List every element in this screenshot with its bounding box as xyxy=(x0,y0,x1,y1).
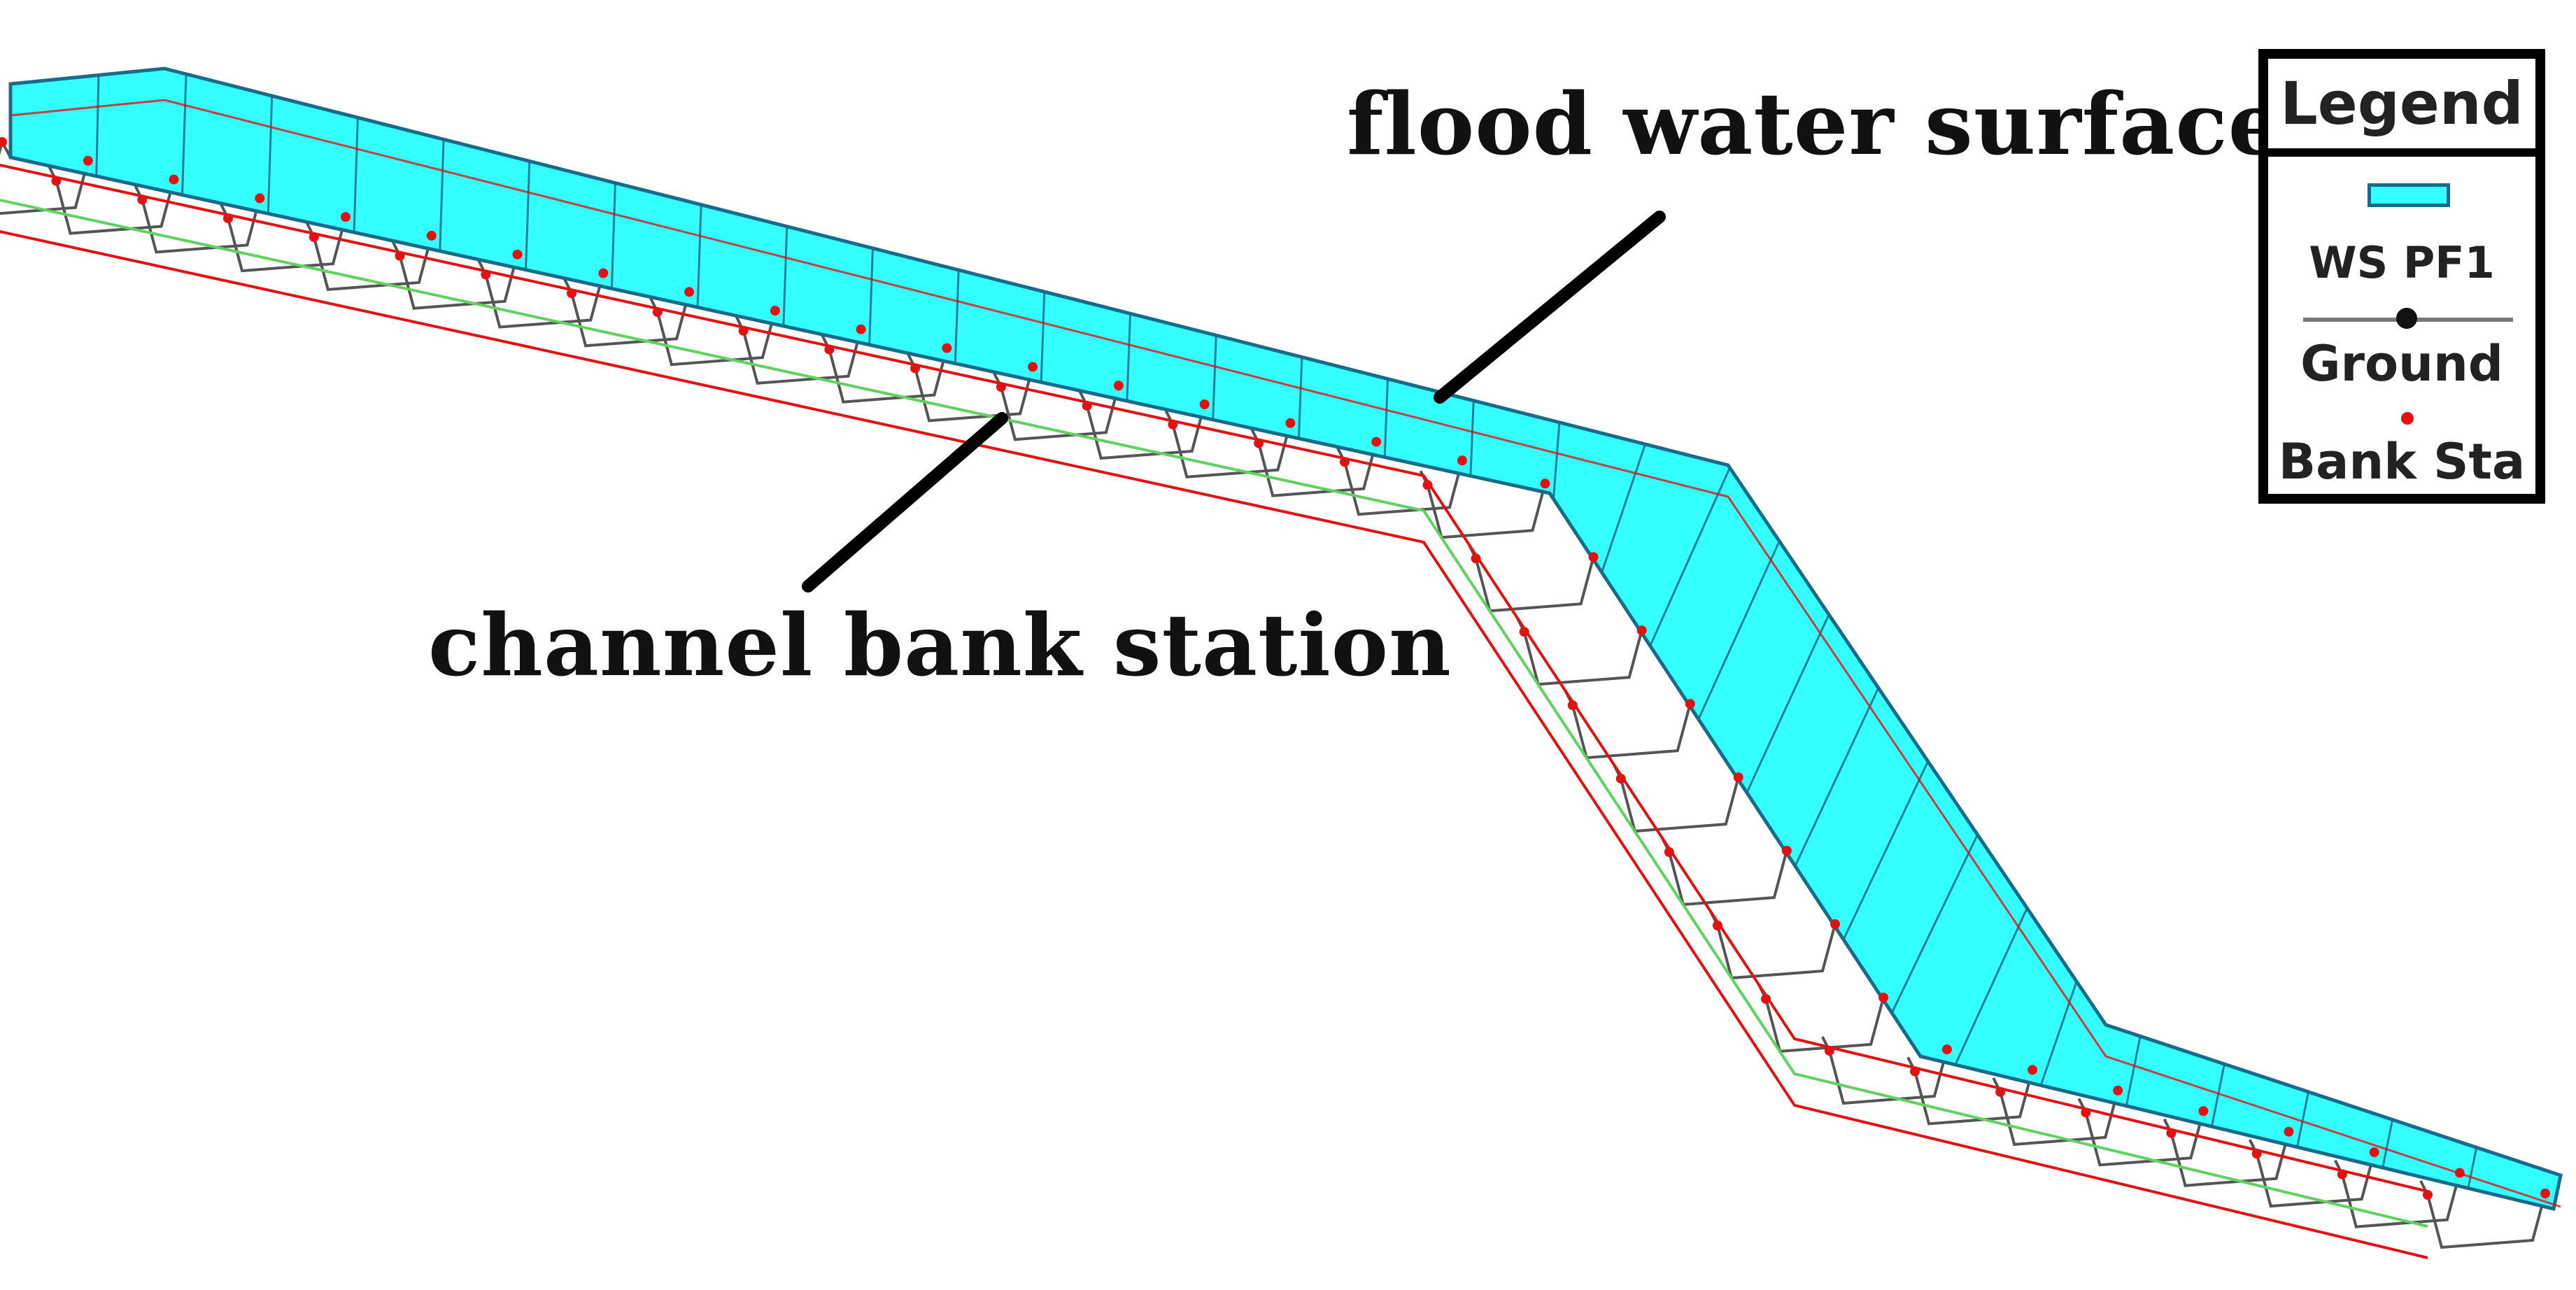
cross-section-water-line xyxy=(2382,1119,2394,1168)
bank-station-point xyxy=(255,193,265,204)
cross-section-water-line xyxy=(1383,378,1389,458)
cross-section-water-line xyxy=(1552,422,1561,499)
cross-section-water-line xyxy=(1746,614,1830,793)
cross-section-water-line xyxy=(1126,313,1132,402)
bank-station-point xyxy=(1685,699,1695,709)
water-surface-swatch-icon xyxy=(2368,183,2450,207)
legend-title: Legend xyxy=(2280,69,2524,138)
bank-pointer-line xyxy=(802,412,1008,593)
cross-section-water-line xyxy=(439,139,445,251)
bank-station-point xyxy=(2198,1106,2209,1117)
cross-section-water-line xyxy=(1954,907,2028,1065)
cross-section-water-line xyxy=(267,95,274,214)
bank-station-point xyxy=(2027,1065,2038,1075)
cross-section-water-line xyxy=(1297,357,1303,439)
ground-dot-icon xyxy=(2396,308,2417,329)
bank-station-point xyxy=(684,287,695,297)
bank-station-point xyxy=(512,249,523,260)
ground-cross-section xyxy=(1613,764,1748,833)
far-bank-station-line xyxy=(10,99,2561,1208)
bank-station-point xyxy=(1588,552,1599,562)
ground-cross-section xyxy=(1515,617,1652,686)
bank-station-point xyxy=(1113,381,1124,391)
ground-cross-section xyxy=(1564,690,1700,760)
bank-station-point xyxy=(2369,1147,2379,1158)
bank-station-point xyxy=(1636,625,1647,636)
cross-section-water-line xyxy=(782,226,788,327)
bank-station-point xyxy=(1199,399,1210,409)
bank-station-point xyxy=(1540,479,1550,489)
cross-section-water-line xyxy=(868,248,875,345)
bank-station-point xyxy=(942,343,952,353)
cross-section-water-line xyxy=(525,161,531,270)
right-bank-station-line xyxy=(0,229,2428,1259)
cross-section-water-line xyxy=(1649,467,1731,646)
cross-section-water-line xyxy=(1040,292,1046,383)
bank-station-point xyxy=(1781,846,1792,856)
bank-station-point xyxy=(598,268,609,278)
cross-section-water-line xyxy=(1794,687,1880,867)
cross-section-water-line xyxy=(181,73,187,195)
annotation-pointers xyxy=(802,211,1666,593)
cross-section-water-line xyxy=(95,75,100,176)
bank-station-point xyxy=(1371,437,1382,447)
ground-cross-section xyxy=(1661,837,1797,907)
bank-station-point xyxy=(2284,1126,2294,1137)
cross-section-water-line xyxy=(1469,400,1475,476)
flood-pointer-line xyxy=(1434,211,1666,404)
legend-item-bank-sta: Bank Sta xyxy=(2278,433,2526,490)
cross-section-water-line xyxy=(1697,540,1781,720)
bank-station-point xyxy=(426,230,437,241)
channel-center-line xyxy=(0,198,2428,1228)
legend-box: Legend WS PF1 Ground Bank Sta xyxy=(2258,49,2545,504)
cross-section-water-line xyxy=(696,204,702,308)
left-bank-station-line xyxy=(0,163,2428,1193)
flood-water-surface-label: flood water surface xyxy=(1347,73,2284,174)
cross-section-water-line xyxy=(2552,1175,2562,1210)
bank-station-point xyxy=(2540,1189,2550,1198)
cross-section-water-line xyxy=(2039,981,2078,1086)
bank-station-point xyxy=(1457,455,1467,466)
bank-station-point xyxy=(1733,772,1743,783)
cross-section-water-line xyxy=(1212,335,1217,420)
cross-section-water-line xyxy=(2296,1091,2309,1148)
legend-item-ws-pf1: WS PF1 xyxy=(2309,237,2495,288)
bank-station-point xyxy=(2113,1085,2123,1096)
bank-station-point xyxy=(1285,418,1296,428)
bank-station-point xyxy=(341,212,351,222)
cross-section-water-line xyxy=(2210,1063,2225,1127)
bank-station-point xyxy=(1028,362,1038,372)
bank-station-point xyxy=(1830,919,1840,929)
cross-section-water-line xyxy=(2467,1147,2478,1189)
cross-section-water-line xyxy=(610,183,616,289)
bank-station-point xyxy=(83,155,93,166)
bank-station-point xyxy=(0,137,7,147)
ground-cross-section xyxy=(1467,544,1604,613)
bank-station-point xyxy=(2423,1190,2433,1200)
legend-header: Legend xyxy=(2268,59,2535,157)
cross-section-water-line xyxy=(1842,760,1930,940)
ground-cross-section xyxy=(1709,911,1845,980)
bank-station-point xyxy=(1941,1044,1952,1054)
bank-station-point xyxy=(770,306,780,316)
flood-water-surface xyxy=(8,66,2563,1212)
cross-section-water-line xyxy=(954,269,960,364)
legend-item-ground: Ground xyxy=(2300,335,2503,392)
cross-section-water-line xyxy=(1890,834,1979,1014)
cross-section-water-line xyxy=(1601,444,1647,573)
channel-bank-station-label: channel bank station xyxy=(428,595,1452,695)
bank-station-point xyxy=(1878,992,1889,1002)
cross-section-water-line xyxy=(353,118,359,233)
bank-station-point xyxy=(169,174,179,185)
cross-section-water-line xyxy=(2125,1035,2142,1107)
bank-station-point xyxy=(856,324,866,334)
bank-station-lines xyxy=(0,99,2561,1259)
bank-station-dot-icon xyxy=(2401,412,2414,425)
